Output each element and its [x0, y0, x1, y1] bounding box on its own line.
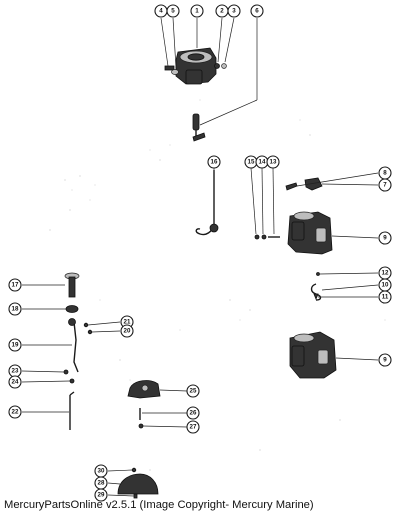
- svg-text:22: 22: [12, 409, 19, 416]
- callout-4: 4: [154, 4, 168, 18]
- svg-text:23: 23: [12, 368, 19, 375]
- svg-text:7: 7: [383, 182, 387, 189]
- svg-text:13: 13: [270, 159, 277, 166]
- callout-9-lower: 9: [378, 353, 392, 367]
- callout-7: 7: [378, 178, 392, 192]
- callout-13: 13: [266, 155, 280, 169]
- part-7-8-clip: [285, 177, 323, 191]
- callout-3: 3: [227, 4, 241, 18]
- part-17-bolt: [64, 272, 80, 298]
- svg-text:12: 12: [382, 270, 389, 277]
- svg-text:18: 18: [12, 306, 19, 313]
- callout-26: 26: [186, 406, 200, 420]
- callout-15: 15: [244, 155, 258, 169]
- svg-text:2: 2: [220, 8, 224, 15]
- part-20-21-washers: [83, 322, 93, 335]
- callout-20-upper: 20: [120, 324, 134, 338]
- callout-23: 23: [8, 364, 22, 378]
- callout-25: 25: [186, 384, 200, 398]
- callout-18: 18: [8, 302, 22, 316]
- part-19-rod: [68, 318, 79, 373]
- callout-11: 11: [378, 290, 392, 304]
- callout-10: 10: [378, 278, 392, 292]
- callout-9-upper: 9: [378, 231, 392, 245]
- callout-28: 28: [94, 476, 108, 490]
- part-9-upper-carburetor: [287, 211, 333, 255]
- callout-2: 2: [215, 4, 229, 18]
- callout-12: 12: [378, 266, 392, 280]
- svg-text:26: 26: [190, 410, 197, 417]
- part-9-lower-carburetor: [289, 331, 337, 379]
- part-27-screw: [138, 423, 144, 429]
- callout-22: 22: [8, 405, 22, 419]
- part-18-nut: [65, 305, 79, 313]
- svg-text:24: 24: [12, 379, 19, 386]
- svg-text:20: 20: [124, 328, 131, 335]
- callout-1: 1: [190, 4, 204, 18]
- svg-text:30: 30: [98, 468, 105, 475]
- part-22-rod: [69, 391, 75, 430]
- part-28-cover: [117, 473, 159, 495]
- svg-text:3: 3: [232, 8, 236, 15]
- callout-8: 8: [378, 166, 392, 180]
- svg-text:25: 25: [190, 388, 197, 395]
- copyright-caption: MercuryPartsOnline v2.5.1 (Image Copyrig…: [4, 499, 314, 511]
- part-29-30-fasteners: [131, 467, 138, 499]
- part-13-15-pins: [254, 234, 280, 240]
- svg-text:9: 9: [383, 235, 387, 242]
- svg-text:11: 11: [382, 294, 389, 301]
- background-speckle: [49, 99, 386, 471]
- callout-29: 29: [94, 488, 108, 502]
- svg-text:6: 6: [255, 8, 259, 15]
- part-16-link: [195, 170, 219, 236]
- svg-text:8: 8: [383, 170, 387, 177]
- svg-text:19: 19: [12, 342, 19, 349]
- svg-text:21: 21: [124, 319, 131, 326]
- callout-16: 16: [207, 155, 221, 169]
- svg-text:10: 10: [382, 282, 389, 289]
- callout-19: 19: [8, 338, 22, 352]
- part-23-24-clips: [63, 369, 75, 384]
- leader-lines: [21, 17, 379, 497]
- svg-text:14: 14: [259, 159, 266, 166]
- callout-6: 6: [250, 4, 264, 18]
- part-6-pin: [192, 113, 206, 142]
- callout-17: 17: [8, 278, 22, 292]
- part-1-body: [175, 47, 217, 85]
- svg-text:9: 9: [383, 357, 387, 364]
- callout-24: 24: [8, 375, 22, 389]
- part-25-cam: [127, 380, 161, 399]
- svg-text:4: 4: [159, 8, 163, 15]
- part-4-5-screw: [164, 65, 179, 75]
- svg-text:5: 5: [171, 8, 175, 15]
- callout-27: 27: [186, 420, 200, 434]
- svg-text:1: 1: [195, 8, 199, 15]
- callout-30: 30: [94, 464, 108, 478]
- svg-text:27: 27: [190, 424, 197, 431]
- svg-text:28: 28: [98, 480, 105, 487]
- svg-text:17: 17: [12, 282, 19, 289]
- svg-text:29: 29: [98, 492, 105, 499]
- callout-14: 14: [255, 155, 269, 169]
- part-10-12-linkage: [310, 272, 322, 301]
- svg-text:15: 15: [248, 159, 255, 166]
- callout-5: 5: [166, 4, 180, 18]
- part-2-3-washer: [214, 63, 227, 69]
- svg-text:16: 16: [211, 159, 218, 166]
